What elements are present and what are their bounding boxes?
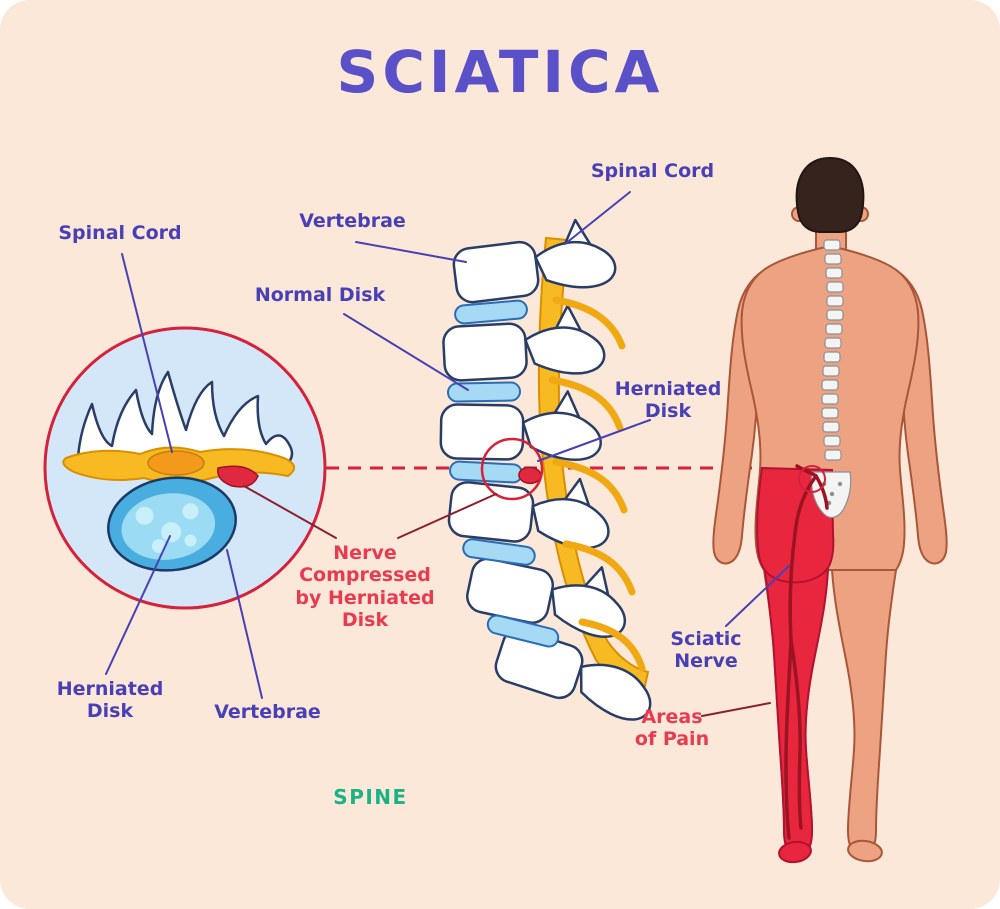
vertebra xyxy=(439,390,602,462)
vertebra-bone xyxy=(76,370,294,472)
label-spine-spinal-cord: Spinal Cord xyxy=(590,160,715,182)
label-inset-spinal-cord: Spinal Cord xyxy=(58,222,182,244)
nerve-root-highlight-circle xyxy=(798,465,826,493)
inset-cross-section xyxy=(43,326,327,610)
vertebra xyxy=(494,628,652,721)
vertebra xyxy=(452,218,617,304)
leader-lines-blue xyxy=(105,191,790,699)
label-nerve-compressed: Nerve Compressed by Herniated Disk xyxy=(295,542,435,632)
normal-disk xyxy=(454,299,528,325)
herniated-disk xyxy=(449,460,542,485)
label-spine-herniated-disk: Herniated Disk xyxy=(614,378,722,423)
label-normal-disk: Normal Disk xyxy=(254,284,386,306)
normal-disk xyxy=(462,538,536,566)
vertebra xyxy=(447,477,610,550)
label-areas-of-pain: Areas of Pain xyxy=(634,706,710,751)
right-leg xyxy=(830,569,898,856)
compressed-nerve xyxy=(217,465,259,488)
label-inset-vertebrae: Vertebrae xyxy=(214,701,321,723)
label-inset-herniated-disk: Herniated Disk xyxy=(56,678,164,723)
leader-lines-dark-red xyxy=(243,485,771,717)
herniation-highlight-circle xyxy=(480,437,544,501)
normal-disk xyxy=(486,614,560,648)
spine-lateral xyxy=(439,218,652,721)
vertebra xyxy=(442,304,606,382)
label-spine-caption: SPINE xyxy=(333,785,408,809)
page-title: SCIATICA xyxy=(336,38,664,106)
sciatic-nerve xyxy=(784,464,829,840)
nerve-roots xyxy=(548,296,646,672)
hair xyxy=(795,156,865,233)
herniated-disk-blob xyxy=(107,476,237,572)
spinal-cord-center xyxy=(147,450,205,476)
right-foot xyxy=(847,839,883,863)
human-figure xyxy=(712,156,948,864)
label-spine-vertebrae: Vertebrae xyxy=(299,210,406,232)
label-sciatic-nerve: Sciatic Nerve xyxy=(670,628,742,673)
normal-disk xyxy=(447,381,521,403)
